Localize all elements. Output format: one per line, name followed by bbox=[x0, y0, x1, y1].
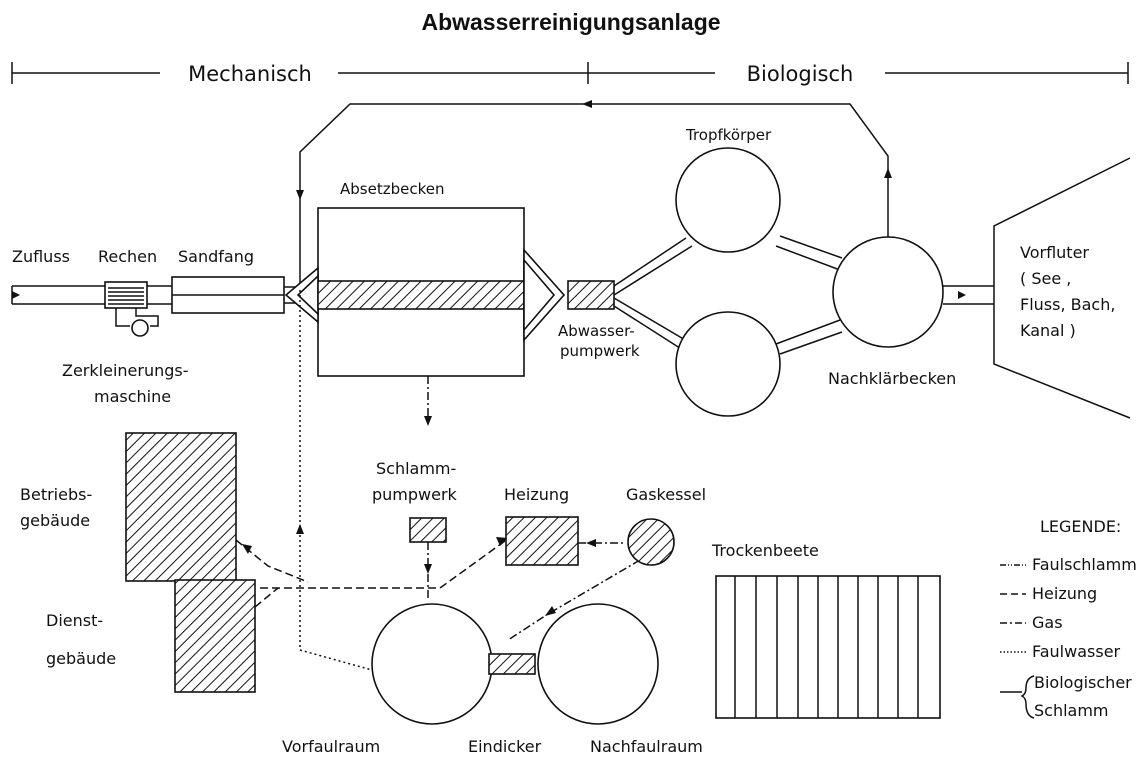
label-nachklaerbecken: Nachklärbecken bbox=[828, 369, 956, 388]
legend-label-schlamm: Schlamm bbox=[1034, 701, 1109, 720]
label-eindicker: Eindicker bbox=[468, 737, 542, 756]
nachfaulraum-circle bbox=[537, 603, 659, 725]
tropfkoerper-connections bbox=[613, 235, 843, 355]
label-vorfluter-4: Kanal ) bbox=[1020, 321, 1076, 340]
stage-mechanical-label: Mechanisch bbox=[188, 62, 312, 86]
dienstgebaeude-block bbox=[174, 579, 256, 693]
stage-biological-label: Biologisch bbox=[747, 62, 854, 86]
heizung-box bbox=[505, 516, 579, 566]
nachklaerbecken-circle bbox=[832, 236, 944, 348]
vorfluter-outline bbox=[993, 157, 1131, 419]
tropfkoerper-lower bbox=[675, 311, 781, 417]
label-heizung: Heizung bbox=[504, 485, 569, 504]
label-vorfaulraum: Vorfaulraum bbox=[282, 737, 380, 756]
legend-title: LEGENDE: bbox=[1040, 517, 1121, 536]
legend-label-gas: Gas bbox=[1032, 613, 1063, 632]
label-schlammpumpwerk-1: Schlamm- bbox=[376, 459, 456, 478]
label-gaskessel: Gaskessel bbox=[626, 485, 706, 504]
label-betrieb-2: gebäude bbox=[20, 511, 90, 530]
legend-label-biologischer: Biologischer bbox=[1034, 673, 1132, 692]
label-schlammpumpwerk-2: pumpwerk bbox=[372, 485, 458, 504]
gaskessel-circle bbox=[627, 518, 675, 566]
label-tropfkoerper: Tropfkörper bbox=[685, 126, 772, 144]
label-absetzbecken: Absetzbecken bbox=[340, 180, 444, 198]
inflow-pipe bbox=[11, 276, 296, 337]
return-loop bbox=[296, 100, 892, 290]
label-zerkleinerung-1: Zerkleinerungs- bbox=[62, 361, 189, 380]
schlammpumpwerk-box bbox=[409, 517, 447, 543]
outflow-pipe bbox=[943, 157, 1131, 419]
label-vorfluter-1: Vorfluter bbox=[1020, 243, 1089, 262]
label-abwasserpumpwerk-1: Abwasser- bbox=[558, 322, 635, 340]
label-betrieb-1: Betriebs- bbox=[20, 485, 92, 504]
tropfkoerper-upper bbox=[675, 147, 781, 253]
label-vorfluter-3: Fluss, Bach, bbox=[1020, 295, 1115, 314]
label-sandfang: Sandfang bbox=[178, 247, 254, 266]
abwasserpumpwerk-box bbox=[567, 280, 615, 310]
legend-label-heizung: Heizung bbox=[1032, 584, 1097, 603]
label-nachfaulraum: Nachfaulraum bbox=[590, 737, 703, 756]
vorfaulraum-circle bbox=[371, 603, 493, 725]
label-rechen: Rechen bbox=[98, 247, 157, 266]
legend: LEGENDE: Faulschlamm Heizung Gas Faulwas… bbox=[1000, 517, 1137, 720]
label-zufluss: Zufluss bbox=[12, 247, 70, 266]
legend-label-faulschlamm: Faulschlamm bbox=[1032, 555, 1137, 574]
label-zerkleinerung-2: maschine bbox=[94, 387, 171, 406]
trockenbeete-grid bbox=[715, 575, 941, 719]
betriebsgebaeude-block bbox=[125, 432, 237, 582]
label-abwasserpumpwerk-2: pumpwerk bbox=[560, 342, 640, 360]
legend-label-faulwasser: Faulwasser bbox=[1032, 642, 1121, 661]
label-dienst-2: gebäude bbox=[46, 649, 116, 668]
diagram-title: Abwasserreinigungsanlage bbox=[421, 9, 720, 35]
label-vorfluter-2: ( See , bbox=[1020, 269, 1071, 288]
eindicker-link bbox=[488, 653, 536, 675]
zerkleinerung-icon bbox=[131, 319, 149, 337]
legend-brace bbox=[1020, 675, 1035, 719]
stage-bar: Mechanisch Biologisch bbox=[11, 62, 1129, 86]
sludge-lines bbox=[235, 290, 641, 671]
label-dienst-1: Dienst- bbox=[46, 611, 103, 630]
label-trockenbeete: Trockenbeete bbox=[711, 541, 819, 560]
absetzbecken bbox=[284, 207, 566, 377]
